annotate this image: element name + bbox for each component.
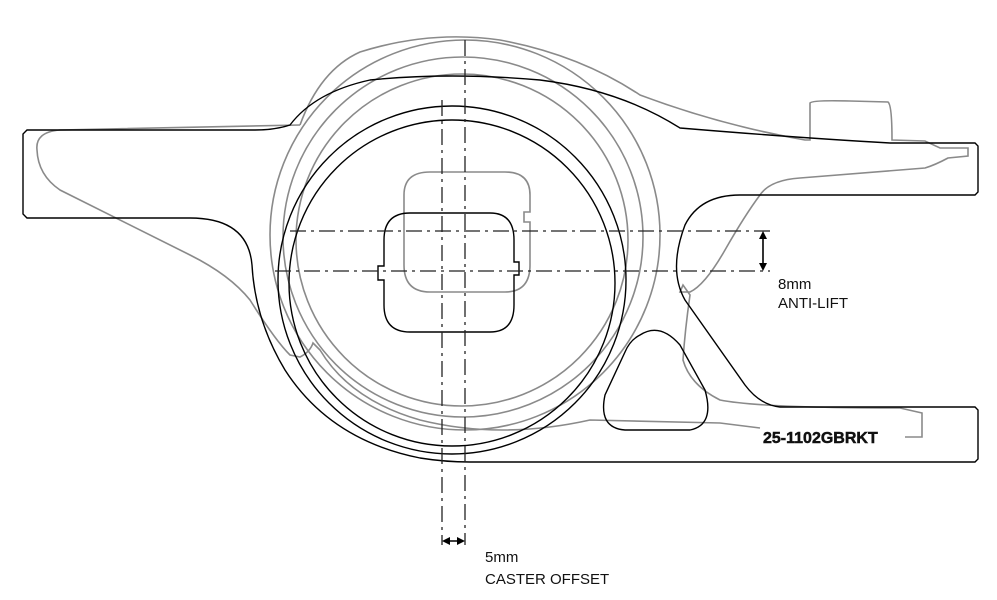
caster-offset-value: 5mm <box>485 549 518 566</box>
anti-lift-dimension-arrow <box>759 231 767 271</box>
original-bracket-outline <box>36 36 969 438</box>
anti-lift-label: ANTI-LIFT <box>778 295 848 312</box>
caster-offset-label: CASTER OFFSET <box>485 571 609 588</box>
center-lines <box>275 40 770 545</box>
caster-offset-dimension-arrow <box>442 537 465 545</box>
part-number: 25-1102GBRKT <box>763 430 878 447</box>
anti-lift-value: 8mm <box>778 276 811 293</box>
modified-bracket-outline <box>22 75 979 463</box>
